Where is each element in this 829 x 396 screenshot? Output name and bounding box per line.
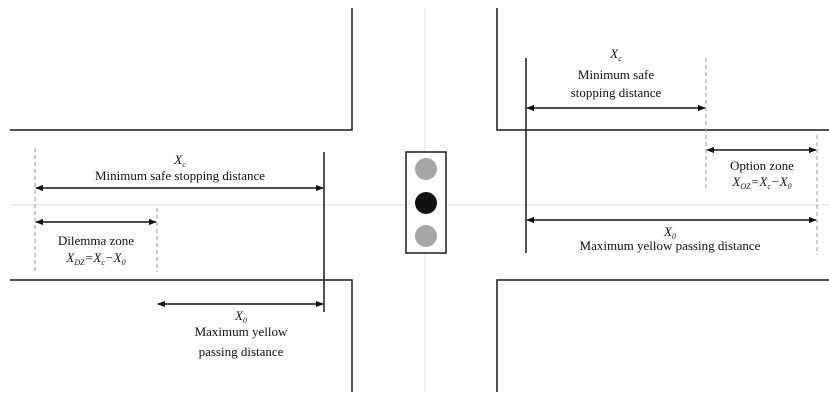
right-x0-symbol: X0 (663, 224, 676, 241)
road-corner-top-left (10, 8, 353, 131)
left-xc-label: Minimum safe stopping distance (95, 168, 265, 183)
traffic-light-top-lamp (415, 158, 437, 180)
dashed-references (34, 58, 818, 272)
road-corner-bottom-left (10, 279, 353, 392)
traffic-light-bottom-lamp (415, 225, 437, 247)
left-x0-label-line2: passing distance (199, 344, 284, 359)
traffic-light-middle-lamp (415, 192, 437, 214)
traffic-light (405, 151, 447, 254)
left-x0-label-line1: Maximum yellow (195, 324, 288, 339)
road-corner-top-right (496, 8, 829, 131)
left-x0-symbol: X0 (234, 308, 247, 325)
right-labels: Xc Minimum safe stopping distance Option… (571, 46, 794, 253)
left-xc-symbol: Xc (173, 152, 186, 169)
left-dz-formula: XDZ=Xc−X0 (65, 250, 125, 267)
road-corner-bottom-right (496, 279, 829, 392)
right-oz-formula: XOZ=Xc−X0 (731, 174, 791, 191)
right-xc-label-line1: Minimum safe (578, 67, 654, 82)
left-dilemma-label: Dilemma zone (58, 233, 134, 248)
right-xc-symbol: Xc (609, 46, 622, 63)
stop-lines (323, 58, 527, 312)
right-xc-label-line2: stopping distance (571, 85, 662, 100)
right-x0-label: Maximum yellow passing distance (580, 238, 761, 253)
right-option-label: Option zone (730, 158, 794, 173)
dimension-arrows (35, 104, 817, 308)
road-edges (10, 8, 829, 392)
left-labels: Xc Minimum safe stopping distance Dilemm… (58, 152, 288, 359)
